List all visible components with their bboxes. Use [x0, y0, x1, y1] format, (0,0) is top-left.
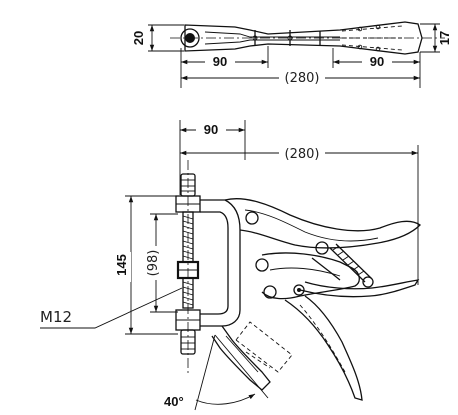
thread-label: M12 — [40, 308, 72, 326]
pivot-hole-low — [263, 285, 277, 299]
pivot-hole-right — [315, 241, 329, 255]
pivot-eye-outer — [180, 28, 200, 48]
pivot-hole-mid — [255, 258, 269, 272]
pivot-hole-link — [293, 284, 305, 296]
top-height-left-label: 20 — [131, 31, 146, 45]
top-height-right-label: 17 — [437, 31, 452, 45]
height-label: 145 — [114, 254, 129, 276]
front-top-length-label: 90 — [204, 122, 218, 137]
bottom-knob — [180, 329, 196, 355]
front-overall-length-label: (280) — [285, 147, 320, 162]
angle-label: 40° — [164, 394, 184, 409]
top-length-right-label: 90 — [370, 54, 384, 69]
top-overall-length-label: (280) — [285, 71, 320, 86]
inner-height-label: (98) — [146, 250, 161, 277]
top-length-left-label: 90 — [213, 54, 227, 69]
pivot-hole-top — [245, 211, 259, 225]
front-view: 90 (280) — [40, 120, 422, 411]
top-view: 20 17 90 90 (280) — [131, 21, 452, 88]
